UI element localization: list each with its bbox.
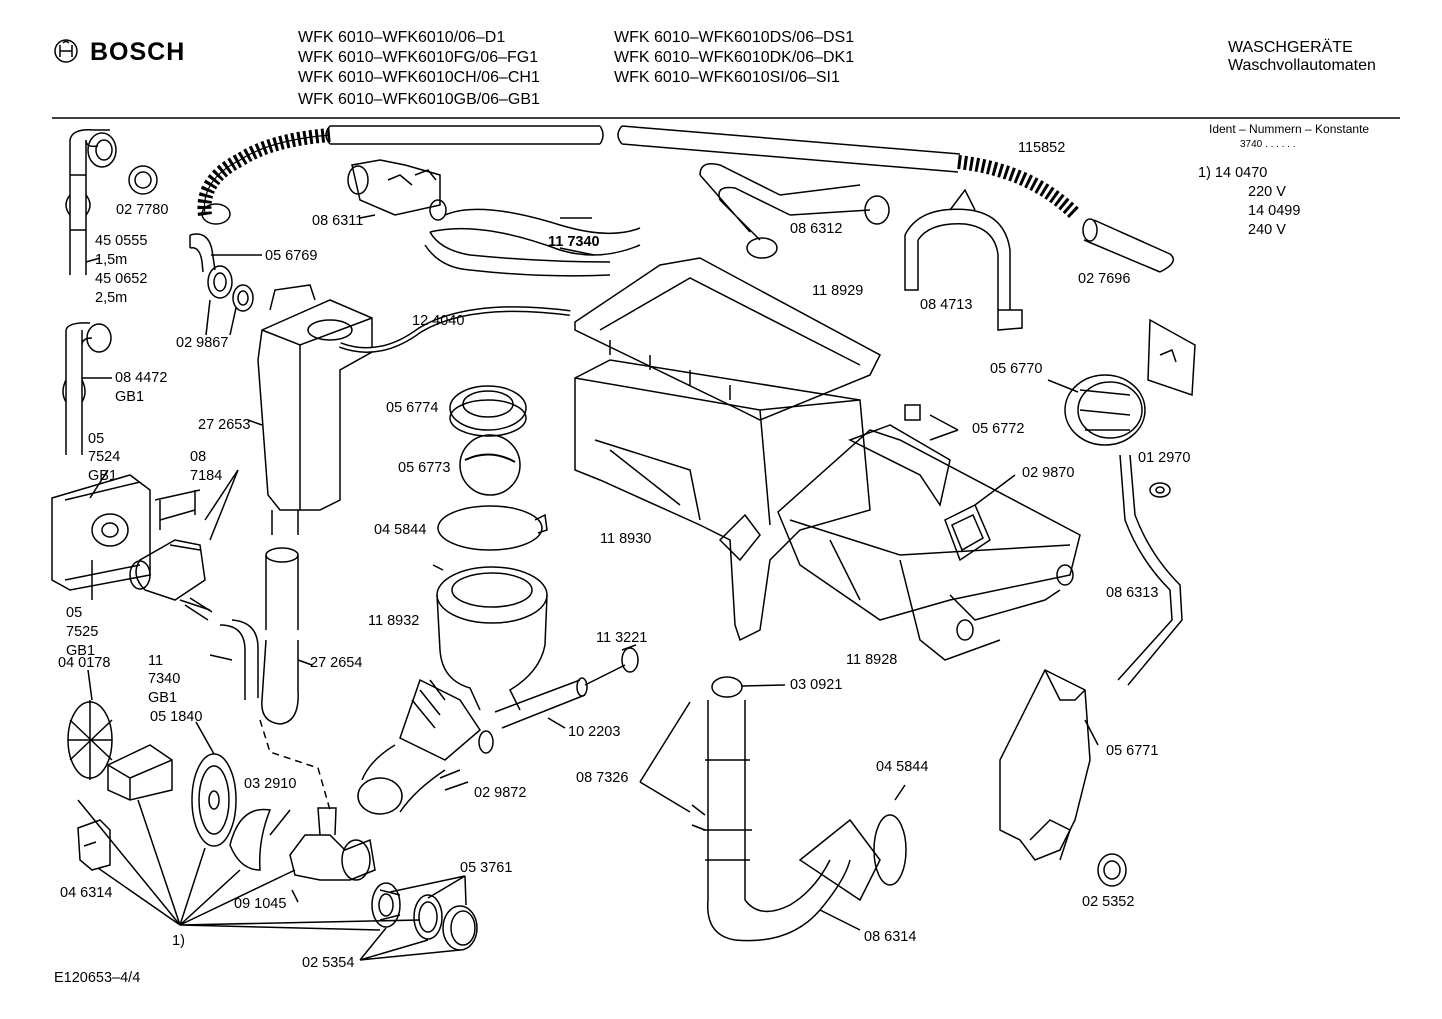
ident-line: 14 0499 bbox=[1248, 203, 1301, 219]
part-label: 04 5844 bbox=[876, 759, 929, 775]
brand-name: BOSCH bbox=[90, 38, 186, 66]
part-label: 02 7780 bbox=[116, 202, 169, 218]
part-label: 08 4472 bbox=[115, 370, 168, 386]
model-line: WFK 6010–WFK6010FG/06–FG1 bbox=[298, 49, 539, 66]
part-label: 7525 bbox=[66, 624, 99, 640]
part-label: 05 bbox=[88, 431, 105, 447]
part-label: GB1 bbox=[115, 389, 145, 405]
category-subtitle: Waschvollautomaten bbox=[1228, 57, 1376, 74]
part-label: 11 8930 bbox=[600, 531, 652, 547]
part-label: 05 1840 bbox=[150, 709, 203, 725]
part-label: 7184 bbox=[190, 468, 223, 484]
part-label: 04 6314 bbox=[60, 885, 113, 901]
part-label: 04 5844 bbox=[374, 522, 427, 538]
ident-line: 1) 14 0470 bbox=[1198, 165, 1268, 181]
footnote-marker: 1) bbox=[172, 933, 185, 949]
part-label: 02 9872 bbox=[474, 785, 527, 801]
part-label: 03 0921 bbox=[790, 677, 843, 693]
part-label: 27 2654 bbox=[310, 655, 363, 671]
part-label: 7340 bbox=[148, 671, 181, 687]
part-label: GB1 bbox=[88, 468, 118, 484]
model-line: WFK 6010–WFK6010CH/06–CH1 bbox=[298, 69, 540, 86]
bosch-logo-icon bbox=[54, 39, 78, 63]
part-label: 05 6774 bbox=[386, 400, 439, 416]
part-label: 09 1045 bbox=[234, 896, 287, 912]
ident-line: 220 V bbox=[1248, 184, 1286, 200]
model-line: WFK 6010–WFK6010SI/06–SI1 bbox=[614, 69, 840, 86]
brand-header: BOSCH bbox=[52, 38, 185, 67]
part-label: GB1 bbox=[66, 643, 96, 659]
part-label: 45 0555 bbox=[95, 233, 148, 249]
ident-line: 240 V bbox=[1248, 222, 1286, 238]
part-label: 08 6311 bbox=[312, 213, 364, 229]
part-label: 11 8932 bbox=[368, 613, 420, 629]
part-label: 05 3761 bbox=[460, 860, 513, 876]
category-title: WASCHGERÄTE bbox=[1228, 39, 1353, 56]
model-line: WFK 6010–WFK6010/06–D1 bbox=[298, 29, 506, 46]
part-label: 05 6772 bbox=[972, 421, 1025, 437]
model-line: WFK 6010–WFK6010GB/06–GB1 bbox=[298, 91, 540, 108]
part-label: 08 bbox=[190, 449, 207, 465]
part-label: GB1 bbox=[148, 690, 178, 706]
part-label: 11 bbox=[148, 653, 164, 669]
part-label: 08 7326 bbox=[576, 770, 629, 786]
part-label: 08 6312 bbox=[790, 221, 843, 237]
part-label: 10 2203 bbox=[568, 724, 621, 740]
part-label: 11 8929 bbox=[812, 283, 864, 299]
part-label: 12 4040 bbox=[412, 313, 465, 329]
part-label: 04 0178 bbox=[58, 655, 111, 671]
part-label: 02 9867 bbox=[176, 335, 229, 351]
part-label: 05 6769 bbox=[265, 248, 318, 264]
part-label: 11 7340 bbox=[548, 234, 600, 250]
part-label: 05 6773 bbox=[398, 460, 451, 476]
part-label: 11 3221 bbox=[596, 630, 648, 646]
part-label: 02 5352 bbox=[1082, 894, 1135, 910]
part-label: 05 6771 bbox=[1106, 743, 1159, 759]
model-line: WFK 6010–WFK6010DK/06–DK1 bbox=[614, 49, 855, 66]
part-label: 02 9870 bbox=[1022, 465, 1075, 481]
part-label: 08 6313 bbox=[1106, 585, 1159, 601]
part-label: 03 2910 bbox=[244, 776, 297, 792]
part-label: 02 5354 bbox=[302, 955, 355, 971]
part-label: 08 6314 bbox=[864, 929, 917, 945]
part-label: 45 0652 bbox=[95, 271, 148, 287]
part-label: 11 8928 bbox=[846, 652, 898, 668]
part-label: 01 2970 bbox=[1138, 450, 1191, 466]
part-label: 05 6770 bbox=[990, 361, 1043, 377]
part-label: 02 7696 bbox=[1078, 271, 1131, 287]
part-label: 115852 bbox=[1018, 140, 1066, 156]
drawing-number: E120653–4/4 bbox=[54, 970, 141, 986]
ident-title: Ident – Nummern – Konstante bbox=[1209, 122, 1370, 136]
part-label: 2,5m bbox=[95, 290, 128, 306]
part-label: 7524 bbox=[88, 449, 121, 465]
model-line: WFK 6010–WFK6010DS/06–DS1 bbox=[614, 29, 855, 46]
part-label: 05 bbox=[66, 605, 83, 621]
ident-constant: 3740 . . . . . . bbox=[1240, 139, 1296, 150]
part-label: 27 2653 bbox=[198, 417, 251, 433]
part-label: 1,5m bbox=[95, 252, 128, 268]
part-label: 08 4713 bbox=[920, 297, 973, 313]
